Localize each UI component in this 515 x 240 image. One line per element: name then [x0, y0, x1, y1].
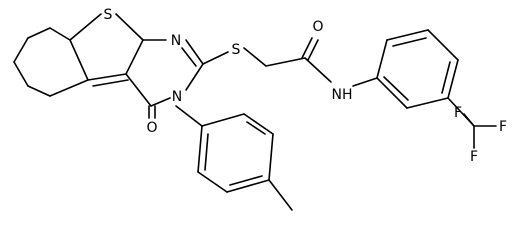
atom-label-n-ring: N: [171, 33, 181, 49]
bonds: [13, 13, 497, 211]
atom-label-f2: F: [499, 119, 507, 135]
atom-label-s-thioether: S: [232, 42, 241, 58]
atom-label-f3: F: [470, 149, 478, 165]
atom-label-n-substituted: N: [172, 89, 182, 105]
atom-labels: S N N S O O NH F F F: [104, 7, 507, 165]
atom-label-o-amide: O: [312, 19, 323, 35]
molecule-structure: S N N S O O NH F F F: [13, 7, 507, 211]
atom-label-f1: F: [454, 105, 462, 121]
atom-label-o-ring: O: [146, 120, 157, 136]
atom-label-s-thiophene: S: [104, 7, 113, 23]
atom-label-nh: NH: [332, 87, 353, 103]
